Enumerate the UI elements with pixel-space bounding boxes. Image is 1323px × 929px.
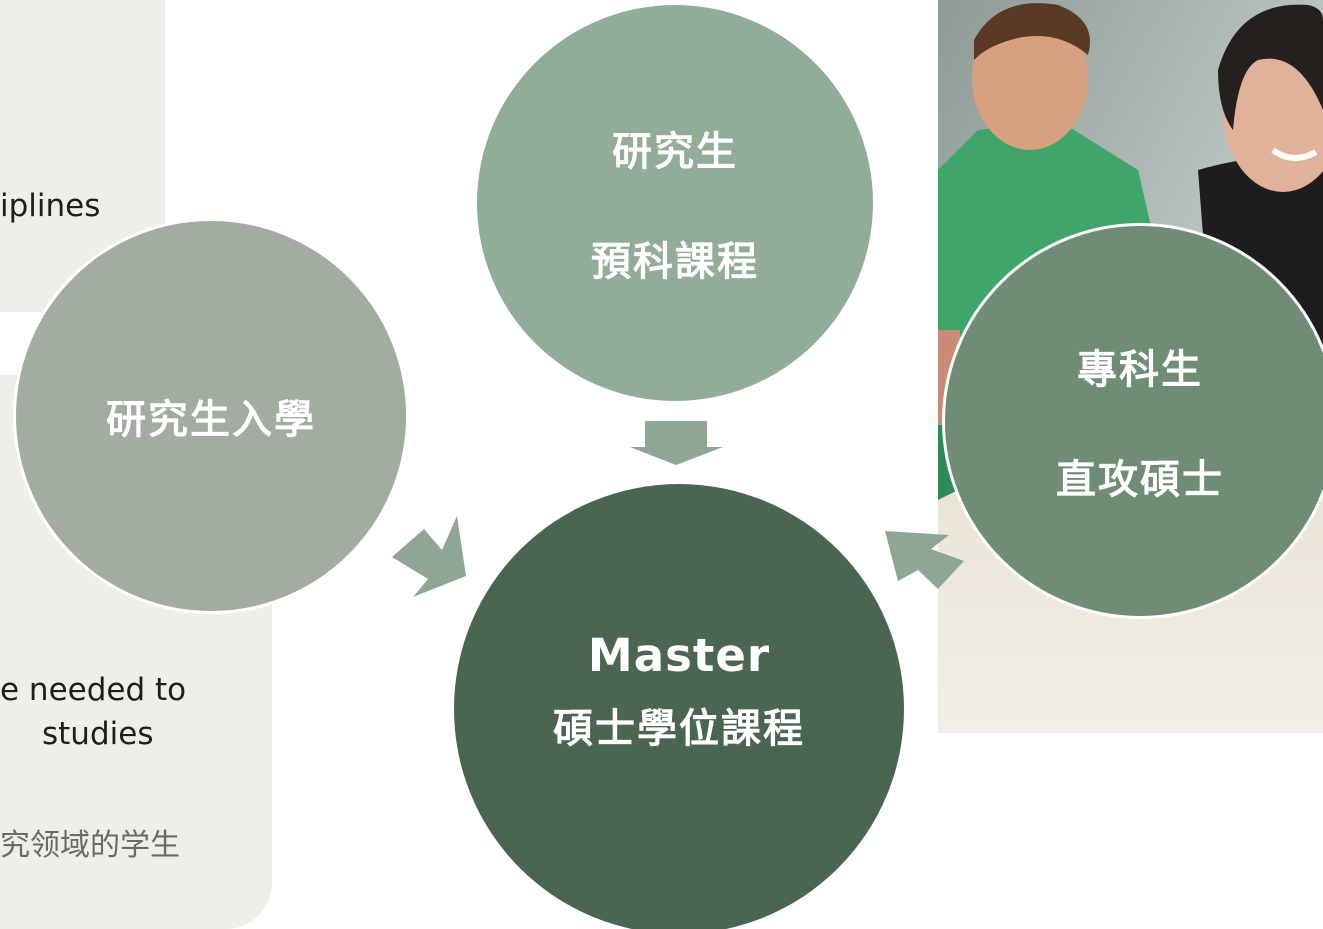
- arrow-down-left-icon: [885, 531, 964, 589]
- node-graduate-entry: 研究生入學: [13, 218, 409, 614]
- node-graduate-foundation: 研究生 預科課程: [477, 5, 873, 401]
- background-text-top: iplines: [0, 188, 101, 224]
- node-master-title: Master: [587, 628, 771, 682]
- arrow-down-icon: [630, 421, 723, 465]
- arrow-down-right-icon: [392, 516, 466, 597]
- node-master: Master 碩士學位課程: [454, 484, 904, 929]
- node-master-subtitle: 碩士學位課程: [553, 705, 805, 752]
- node-diploma-to-master: 專科生 直攻碩士: [942, 223, 1323, 619]
- node-graduate-foundation-line1: 研究生: [612, 129, 738, 175]
- background-text-bottom-1: e needed to: [0, 672, 187, 708]
- background-text-cjk: 究领域的学生: [0, 828, 180, 863]
- node-graduate-foundation-line2: 預科課程: [591, 239, 759, 285]
- node-diploma-to-master-line2: 直攻碩士: [1056, 457, 1224, 503]
- background-text-bottom-2: studies: [42, 716, 154, 752]
- node-diploma-to-master-line1: 專科生: [1077, 347, 1203, 393]
- node-graduate-entry-label: 研究生入學: [106, 397, 316, 443]
